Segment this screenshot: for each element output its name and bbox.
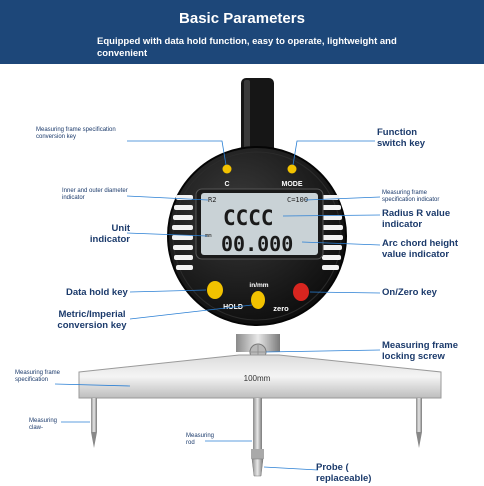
callout-unit-indicator: Unit indicator [89,223,130,245]
lcd-unit: mm [205,233,212,239]
c-button-label: C [224,181,229,188]
callout-frame-locking-screw: Measuring frame locking screw [382,340,459,362]
measuring-frame [78,354,442,399]
lcd-c-value: C=100 [287,196,308,204]
callout-measuring-rod: Measuring rod [186,433,215,446]
callout-frame-spec-indicator: Measuring frame specification indicator [382,190,440,203]
gauge-neck [236,334,280,352]
mode-button [287,164,297,174]
mode-button-label: MODE [282,181,303,188]
callout-on-zero-key: On/Zero key [382,287,437,298]
lcd-r-indicator: R2 [208,196,216,204]
page-title: Basic Parameters [179,10,305,27]
callout-probe-replaceable: Probe ( replaceable) [316,462,372,484]
lcd-bottom-digits: 00.000 [221,232,293,256]
callout-frame-specification: Measuring frame specification [15,370,61,383]
frame-marking: 100mm [244,374,271,383]
callout-radius-r-indicator: Radius R value indicator [382,208,451,230]
zero-button [293,283,309,301]
probe-shape [251,458,264,477]
left-claw [91,398,97,432]
right-claw [416,398,422,432]
callout-frame-spec-conversion-key: Measuring frame specification conversion… [36,127,116,140]
callout-data-hold-key: Data hold key [66,287,128,298]
measuring-rod-shape [253,398,262,450]
callout-inner-outer-indicator: Inner and outer diameter indicator [62,188,128,201]
callout-metric-imperial-key: Metric/Imperial conversion key [57,309,127,331]
page-subtitle: Equipped with data hold function, easy t… [97,36,397,59]
zero-label: zero [273,304,289,313]
callout-function-switch-key: Function switch key [377,127,426,149]
callout-arc-chord-indicator: Arc chord height value indicator [382,238,459,260]
inmm-label: in/mm [249,282,268,289]
lcd-screen [201,193,318,255]
hold-button [207,281,223,299]
lcd-top-digits: CCCC [223,206,274,230]
header-banner: Basic Parameters Equipped with data hold… [0,0,484,64]
callout-measuring-claw: Measuring claw- [29,418,58,431]
inmm-button [251,291,265,309]
right-grip [322,195,343,270]
left-grip [172,195,193,270]
c-button [222,164,232,174]
